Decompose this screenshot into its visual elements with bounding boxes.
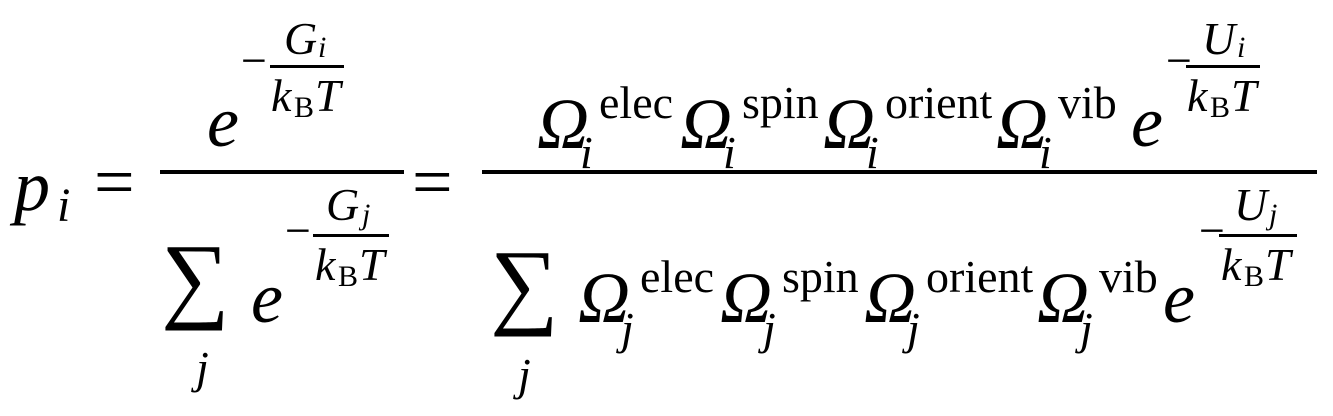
right-num-omega-orient: Ω: [823, 84, 876, 164]
middle-den-exp-minus: −: [285, 205, 311, 256]
right-den-index-spin: j: [763, 303, 776, 354]
right-num-e: e: [1131, 82, 1163, 162]
middle-num-exp-G-subscript: i: [318, 31, 327, 64]
right-den-index-vib: j: [1080, 303, 1093, 354]
right-num-index-spin: i: [723, 127, 736, 178]
right-den-factor-elec: elec: [640, 251, 715, 302]
right-den-omega-vib: Ω: [1037, 258, 1090, 338]
right-num-factor-spin: spin: [742, 77, 819, 128]
right-num-omega-vib: Ω: [996, 84, 1049, 164]
middle-den-exp-bar: [313, 234, 389, 237]
right-num-factor-elec: elec: [599, 77, 674, 128]
right-den-factor-orient: orient: [926, 251, 1034, 302]
middle-den-sum-sign: ∑: [161, 224, 230, 331]
middle-num-exp-bar: [270, 65, 344, 68]
middle-num-exp-k: k: [271, 70, 292, 121]
right-den-exp-k: k: [1221, 239, 1242, 290]
right-den-index-orient: j: [907, 303, 920, 354]
right-den-exp-bar: [1219, 234, 1297, 237]
right-den-sum-index: j: [518, 349, 531, 400]
right-num-exp-k: k: [1187, 70, 1208, 121]
lhs-p: p: [14, 146, 50, 226]
right-num-omega-spin: Ω: [680, 84, 733, 164]
equals-sign-1: =: [94, 142, 135, 222]
right-den-index-elec: j: [621, 303, 634, 354]
right-num-index-vib: i: [1039, 127, 1052, 178]
right-den-omega-elec: Ω: [578, 258, 631, 338]
right-den-exp-U-subscript: j: [1269, 198, 1278, 231]
right-num-factor-orient: orient: [885, 77, 993, 128]
right-num-exp-bar: [1186, 65, 1260, 68]
right-den-exp-B: B: [1244, 260, 1265, 293]
right-den-factor-vib: vib: [1099, 251, 1158, 302]
right-den-e: e: [1163, 258, 1195, 338]
middle-num-exp-B: B: [294, 91, 315, 124]
lhs-p-subscript: i: [57, 179, 71, 232]
middle-den-e: e: [251, 258, 283, 338]
middle-num-exp-G: G: [284, 13, 318, 64]
right-num-exp-T: T: [1231, 70, 1257, 121]
middle-num-exp-minus: −: [241, 35, 267, 86]
right-num-exp-U: U: [1202, 13, 1236, 64]
right-den-factor-spin: spin: [782, 251, 859, 302]
right-den-omega-spin: Ω: [720, 258, 773, 338]
middle-fraction-bar: [160, 170, 404, 174]
right-num-exp-minus: −: [1166, 35, 1192, 86]
middle-den-exp-G: G: [326, 179, 360, 230]
right-den-exp-T: T: [1265, 239, 1291, 290]
middle-den-exp-k: k: [315, 239, 336, 290]
right-den-exp-U: U: [1234, 179, 1268, 230]
right-num-index-orient: i: [866, 127, 879, 178]
right-den-omega-orient: Ω: [864, 258, 917, 338]
right-num-exp-U-subscript: i: [1237, 31, 1246, 64]
equals-sign-2: =: [412, 142, 453, 222]
right-den-exp-minus: −: [1199, 205, 1225, 256]
middle-den-exp-T: T: [359, 239, 385, 290]
right-num-factor-vib: vib: [1058, 77, 1117, 128]
right-den-sum-sign: ∑: [490, 230, 559, 337]
right-num-exp-B: B: [1210, 91, 1231, 124]
right-fraction-bar: [482, 170, 1317, 174]
middle-den-sum-index: j: [196, 342, 209, 393]
right-num-omega-elec: Ω: [537, 84, 590, 164]
middle-num-e: e: [207, 82, 239, 162]
middle-den-exp-B: B: [338, 260, 359, 293]
middle-num-exp-T: T: [315, 70, 341, 121]
middle-den-exp-G-subscript: j: [362, 198, 371, 231]
right-num-index-elec: i: [580, 127, 593, 178]
